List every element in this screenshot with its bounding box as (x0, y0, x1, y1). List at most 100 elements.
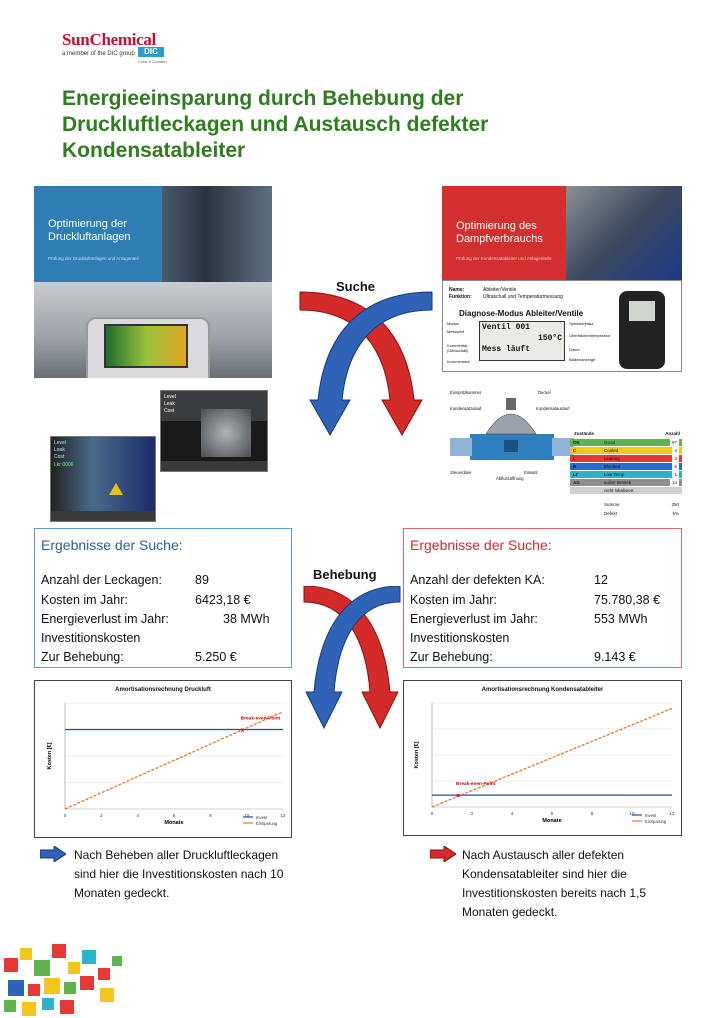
status-row: nicht lokalisiert (570, 487, 682, 494)
server-rack-photo (162, 186, 272, 282)
lcd-line-1: Ventil 001 (482, 323, 531, 332)
status-row: C Cooled 4 (570, 447, 682, 454)
status-count: 6 (672, 463, 679, 470)
steam-trap-diagram: Einspritzkammer Kondensatzulauf Steuerdü… (450, 390, 574, 481)
legend-label: Invest (645, 813, 657, 818)
legend-label: Invest (256, 815, 268, 820)
diagram-label-4: Abflussöffnung (496, 476, 524, 481)
results-right-box: Ergebnisse der Suche: Anzahl der defekte… (403, 528, 682, 668)
status-table-title: Zustände (574, 431, 595, 436)
thumb1-cost: Cost (164, 408, 175, 414)
diagnose-heading: Diagnose-Modus Ableiter/Ventile (459, 309, 584, 318)
series-line-einsparung (431, 707, 673, 808)
results-right-value-2: 75.780,38 € (594, 593, 661, 607)
red-pointer-icon (430, 846, 456, 862)
x-tick-label: 8 (209, 813, 212, 818)
thermal-thumb-1: Level Leak Cost (160, 390, 268, 472)
x-tick-label: 2 (100, 813, 103, 818)
status-row: AG außer Betrieb 14 (570, 479, 682, 486)
legend-label: Einsparung (645, 819, 667, 824)
dic-logo: DIC (138, 47, 164, 57)
ultrasonic-device-photo (34, 282, 272, 378)
right-slide-image: Optimierung des Dampfverbrauchs Prüfung … (442, 186, 682, 280)
status-label: Cooled (604, 448, 619, 453)
results-left-heading: Ergebnisse der Suche: (41, 537, 183, 553)
status-label: Leaking (604, 456, 620, 461)
x-tick-label: 0 (431, 811, 434, 816)
status-count: 3 (672, 455, 679, 462)
decorative-squares (4, 944, 122, 1016)
results-left-label-4: Investitionskosten (41, 631, 141, 645)
results-left-value-3: 38 MWh (223, 612, 270, 626)
diagram-label-2: Kondensatzulauf (450, 406, 482, 411)
status-row: B Blocked 6 (570, 463, 682, 470)
x-axis-label: Monate (542, 818, 561, 824)
results-right-label-1: Anzahl der defekten KA: (410, 573, 545, 587)
right-info-panel: Name: Ableiter/Ventile Funktion: Ultrasc… (442, 280, 682, 372)
thumb2-leak: Leak (54, 447, 65, 453)
meter-screen (629, 301, 655, 321)
x-tick-label: 4 (511, 811, 514, 816)
status-label: außer Betrieb (604, 480, 632, 485)
status-count: 97 (669, 439, 679, 446)
x-tick-label: 0 (64, 813, 67, 818)
name-label: Name: (449, 287, 465, 293)
status-defekt-label: Defekt (604, 511, 618, 516)
callout-temperature: Oberflächentemperatur (569, 333, 611, 338)
callout-ultrasonic: Kommentar (Ultraschall) (447, 343, 469, 353)
warning-icon (109, 483, 123, 495)
y-axis-label: Kosten [€] (414, 741, 420, 768)
thumb2-level: Level (54, 440, 66, 446)
left-slide-subtitle: Prüfung der Druckluftanlagen und Anlagen… (48, 256, 139, 261)
results-right-label-2: Kosten im Jahr: (410, 593, 497, 607)
thumb2-cost: Cost (54, 454, 65, 460)
chart-kondensat: Amortisationsrechnung Kondensatableiter … (403, 680, 682, 836)
callout-bar: Balkenanzeige (569, 357, 596, 362)
callout-mode: Modus (447, 321, 460, 326)
x-tick-label: 12 (280, 813, 286, 818)
brand-logo: SunChemical (62, 30, 156, 49)
x-axis-label: Monate (164, 820, 183, 826)
status-code: B (573, 464, 577, 469)
callout-value: Messwert (447, 329, 465, 334)
lcd-display: Ventil 001 150°C Mess läuft (479, 321, 565, 361)
results-right-value-5: 9.143 € (594, 650, 636, 664)
diagram-label-7: Einsatz (524, 470, 538, 475)
results-left-value-2: 6423,18 € (195, 593, 251, 607)
results-left-value-5: 5.250 € (195, 650, 237, 664)
callout-duration: Dauer (569, 347, 580, 352)
status-label: Good (604, 440, 616, 445)
status-label: Low Temp (604, 472, 625, 477)
left-slide-image: Optimierung der Druckluftanlagen Prüfung… (34, 186, 272, 282)
dic-subtitle: Color & Comfort (138, 59, 167, 64)
status-code: AG (573, 480, 580, 485)
thumb2-id: Lkr 0006 (54, 462, 74, 468)
results-right-label-3: Energieverlust im Jahr: (410, 612, 538, 626)
results-left-label-3: Energieverlust im Jahr: (41, 612, 169, 626)
brand-tagline: a member of the DIC group (62, 51, 135, 57)
chart2-title: Amortisationsrechnung Kondensatableiter (481, 687, 604, 693)
blue-arrow-icon (309, 291, 433, 437)
search-arrows (299, 291, 433, 437)
status-count: 14 (669, 479, 679, 486)
status-code: C (573, 448, 577, 453)
function-label: Funktion: (449, 294, 472, 300)
results-right-heading: Ergebnisse der Suche: (410, 537, 552, 553)
results-left-label-1: Anzahl der Leckagen: (41, 573, 162, 587)
results-right-value-3: 553 MWh (594, 612, 648, 626)
diagram-label-3: Steuerdüse (450, 470, 472, 475)
x-tick-label: 4 (136, 813, 139, 818)
status-count: 4 (672, 447, 679, 454)
right-slide-title: Optimierung des Dampfverbrauchs (456, 220, 543, 245)
status-label: Blocked (604, 464, 621, 469)
thumb1-leak: Leak (164, 401, 175, 407)
x-tick-label: 10 (629, 811, 635, 816)
